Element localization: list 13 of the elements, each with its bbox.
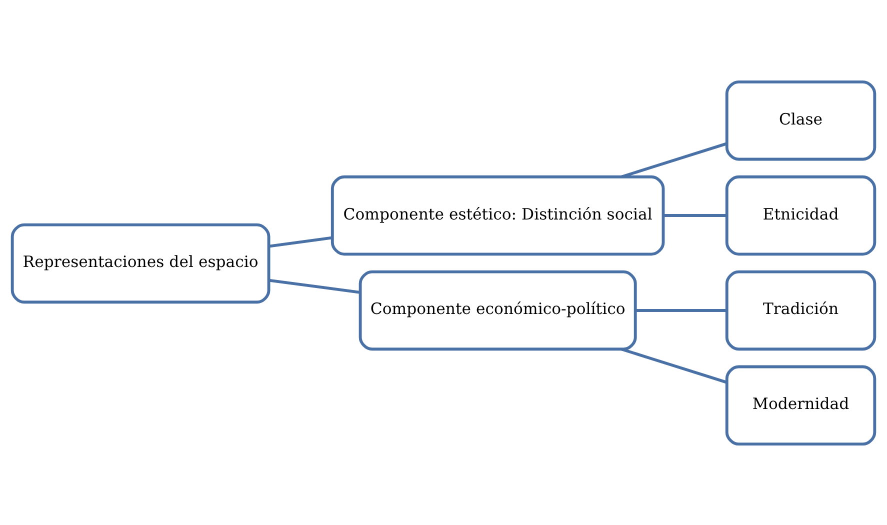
connector	[621, 347, 727, 384]
node-box: Componente económico-político	[358, 270, 637, 350]
connector	[663, 214, 727, 216]
node-box: Etnicidad	[725, 174, 876, 256]
node-box: Componente estético: Distinción social	[330, 174, 665, 256]
connector	[268, 236, 333, 248]
node-box: Tradición	[725, 270, 876, 350]
node-box: Representaciones del espacio	[10, 222, 270, 304]
connector	[636, 308, 727, 312]
connector	[621, 142, 727, 178]
connector	[268, 278, 360, 294]
node-box: Clase	[725, 80, 876, 160]
node-box: Modernidad	[725, 364, 876, 446]
